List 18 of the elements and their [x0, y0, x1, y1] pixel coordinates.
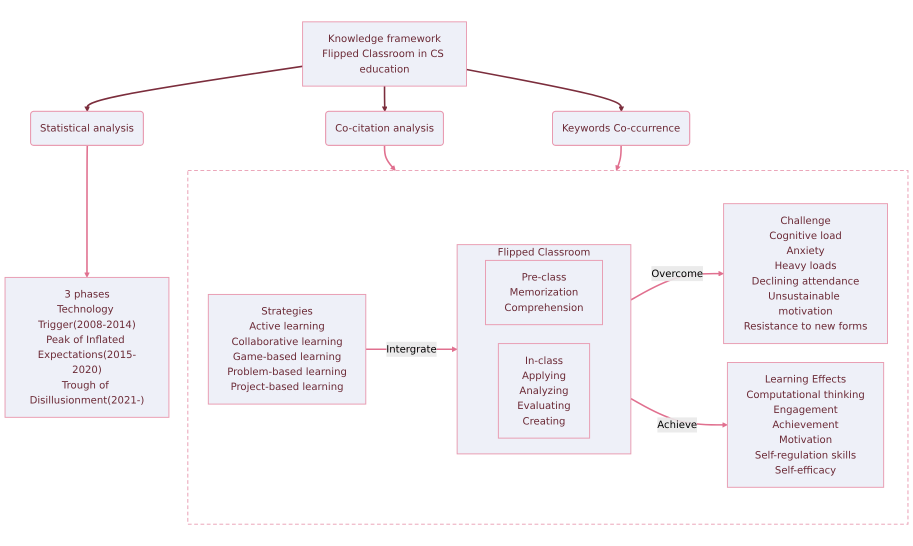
- edge-label: Achieve: [657, 418, 698, 431]
- edge-label: Overcome: [651, 267, 704, 280]
- node-box: [726, 362, 884, 488]
- node-box: [208, 294, 366, 405]
- node-box: [498, 343, 590, 439]
- node-box: [485, 260, 603, 326]
- arrow: [84, 146, 90, 278]
- arrow: [615, 145, 622, 171]
- cluster: [187, 170, 908, 525]
- node-box: [723, 203, 888, 344]
- cluster: [456, 244, 632, 454]
- arrow: [382, 86, 388, 112]
- edge-label: Intergrate: [386, 342, 437, 355]
- arrow: [84, 66, 303, 112]
- node-box: [302, 21, 467, 87]
- node-box: [4, 276, 170, 418]
- arrow: [466, 68, 624, 112]
- arrow: [384, 145, 396, 171]
